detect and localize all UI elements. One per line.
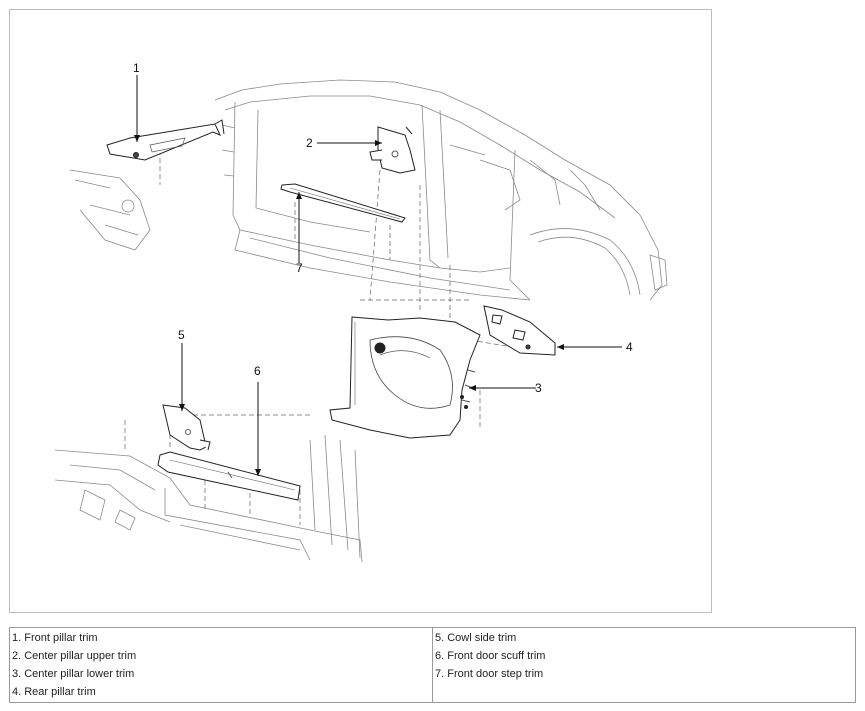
callout-5: 5 bbox=[178, 328, 185, 342]
callout-2: 2 bbox=[306, 136, 313, 150]
callout-6: 6 bbox=[254, 364, 261, 378]
legend-left-column: 1. Front pillar trim 2. Center pillar up… bbox=[9, 627, 433, 703]
assembly-dash-lines bbox=[124, 150, 531, 525]
legend-item: 4. Rear pillar trim bbox=[12, 686, 96, 698]
front-door-scuff-trim-part bbox=[157, 451, 301, 501]
callout-4: 4 bbox=[626, 340, 633, 354]
front-door-step-trim-part bbox=[280, 183, 406, 223]
parts-legend-table: 1. Front pillar trim 2. Center pillar up… bbox=[9, 627, 856, 703]
legend-right-column: 5. Cowl side trim 6. Front door scuff tr… bbox=[432, 627, 856, 703]
car-body-structure bbox=[214, 79, 668, 301]
callout-1: 1 bbox=[133, 61, 140, 75]
exploded-diagram: 1 2 3 4 5 6 7 bbox=[9, 9, 712, 613]
rear-pillar-trim-part bbox=[483, 305, 556, 356]
center-pillar-upper-trim-part bbox=[369, 126, 416, 174]
legend-item: 7. Front door step trim bbox=[435, 668, 544, 680]
fastener-clips bbox=[460, 395, 468, 409]
legend-item: 6. Front door scuff trim bbox=[435, 650, 546, 662]
legend-item: 2. Center pillar upper trim bbox=[12, 650, 137, 662]
center-pillar-lower-trim-part bbox=[329, 316, 481, 439]
diagram-drawing bbox=[54, 75, 668, 563]
callout-7: 7 bbox=[296, 261, 303, 275]
legend-item: 3. Center pillar lower trim bbox=[12, 668, 135, 680]
legend-item: 5. Cowl side trim bbox=[435, 632, 517, 644]
front-pillar-trim-part bbox=[106, 119, 225, 161]
legend-item: 1. Front pillar trim bbox=[12, 632, 98, 644]
callout-leaders bbox=[134, 75, 622, 476]
sill-structure bbox=[54, 434, 363, 563]
callout-3: 3 bbox=[535, 381, 542, 395]
cowl-side-trim-part bbox=[162, 404, 211, 451]
dashboard-structure bbox=[69, 169, 151, 251]
